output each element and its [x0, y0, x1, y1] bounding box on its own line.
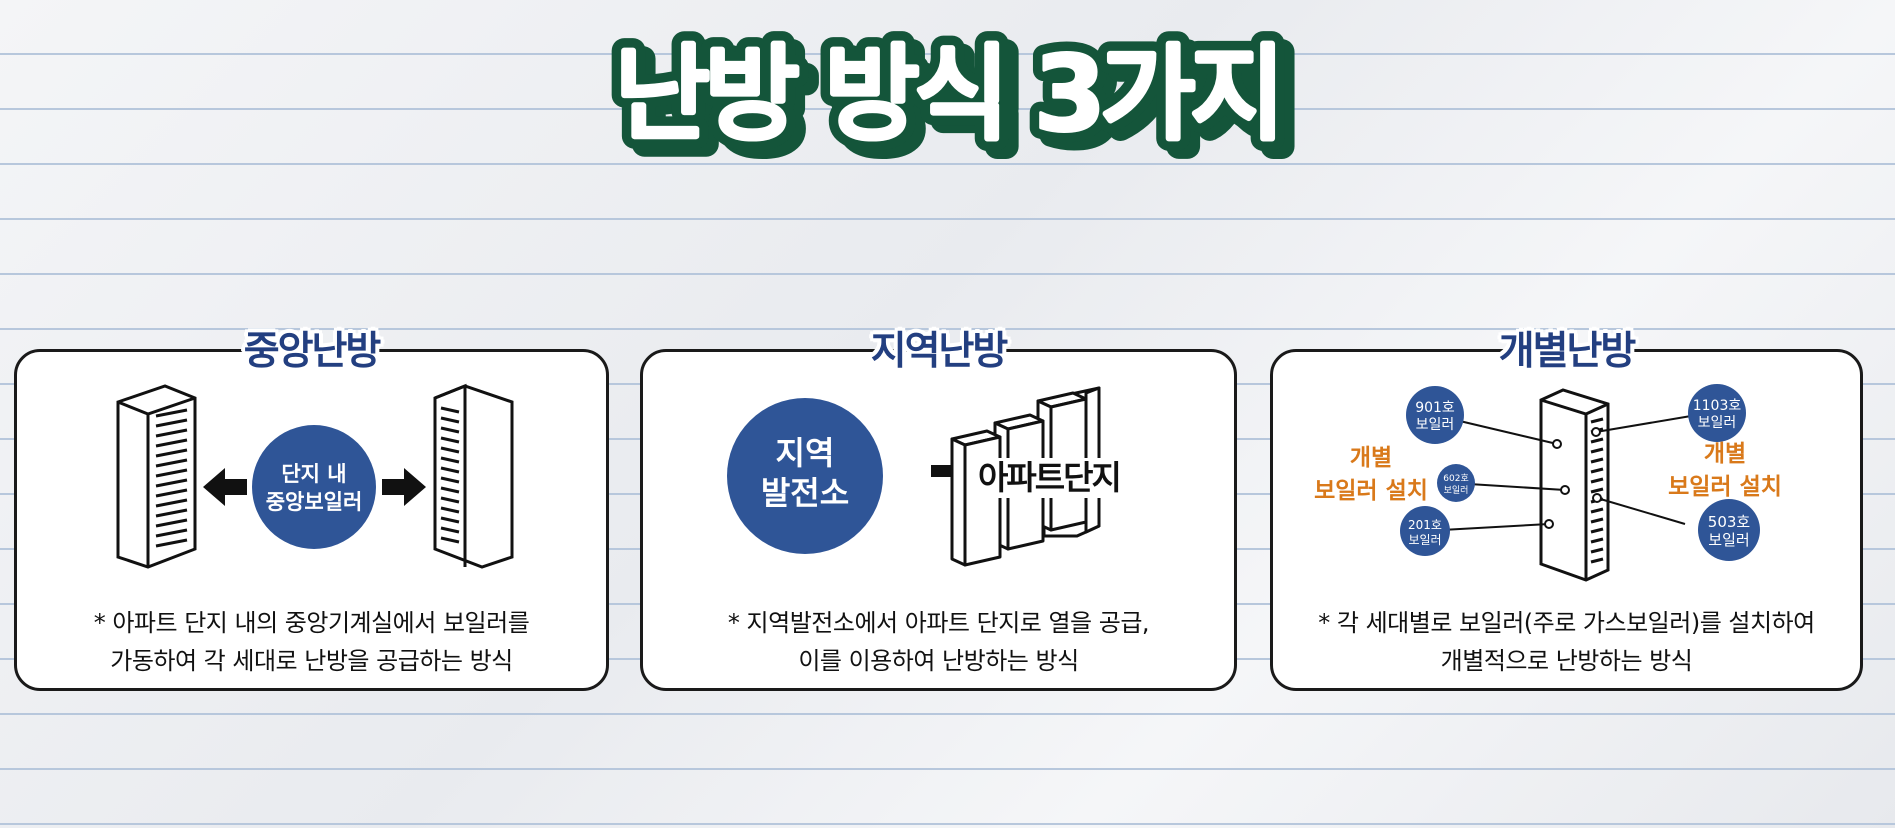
- main-title-outline: 난방 방식 3가지: [615, 33, 1280, 155]
- desc-line-2: 개별적으로 난방하는 방식: [1440, 647, 1693, 675]
- main-title-shadow: 난방 방식 3가지: [625, 41, 1290, 162]
- boiler-602-label: 보일러: [1444, 485, 1469, 496]
- panel-title-individual: 개별난방: [1498, 329, 1637, 374]
- boiler-201-unit: 201호: [1408, 518, 1442, 532]
- central-boiler-label-2: 중앙보일러: [266, 490, 363, 514]
- boiler-503-icon: 503호 보일러: [1698, 499, 1760, 561]
- desc-line-2: 가동하여 각 세대로 난방을 공급하는 방식: [110, 647, 513, 675]
- left-note-line-2: 보일러 설치: [1314, 478, 1428, 504]
- boiler-503-unit: 503호: [1708, 513, 1751, 531]
- boiler-1103-unit: 1103호: [1693, 398, 1742, 414]
- boiler-901-icon: 901호 보일러: [1406, 386, 1464, 444]
- central-boiler-circle: [252, 425, 376, 549]
- panel-desc-central: * 아파트 단지 내의 중앙기계실에서 보일러를 가동하여 각 세대로 난방을 …: [17, 604, 606, 680]
- apartment-building-left-icon: [116, 384, 197, 569]
- boiler-1103-icon: 1103호 보일러: [1688, 384, 1746, 442]
- panel-district-heating: 지역난방 지역 발전소 아파트단지 * 지역발전소에서 아파트 단지로 열을 공…: [640, 329, 1237, 691]
- apartment-complex-label: 아파트단지: [978, 458, 1120, 497]
- desc-line-1: * 지역발전소에서 아파트 단지로 열을 공급,: [727, 609, 1150, 637]
- boiler-602-unit: 602호: [1443, 473, 1468, 484]
- desc-line-1: * 각 세대별로 보일러(주로 가스보일러)를 설치하여: [1318, 609, 1815, 637]
- panel-title-district: 지역난방: [870, 329, 1009, 374]
- apartment-building-right-icon: [433, 383, 514, 569]
- apartment-label-bg: [971, 458, 1129, 498]
- boiler-602-icon: 602호 보일러: [1437, 464, 1475, 502]
- power-plant-circle: [727, 398, 883, 554]
- district-heating-diagram: 지역 발전소 아파트단지: [727, 386, 1129, 567]
- desc-line-1: * 아파트 단지 내의 중앙기계실에서 보일러를: [93, 609, 530, 637]
- central-boiler-label-1: 단지 내: [281, 462, 346, 486]
- right-note-line-2: 보일러 설치: [1668, 474, 1782, 500]
- boiler-201-label: 보일러: [1408, 533, 1441, 547]
- boiler-901-label: 보일러: [1416, 417, 1455, 433]
- power-plant-label-2: 발전소: [761, 474, 849, 512]
- boiler-201-icon: 201호 보일러: [1400, 506, 1450, 556]
- main-title: 난방 방식 3가지 난방 방식 3가지 난방 방식 3가지: [0, 22, 1895, 162]
- arrow-right-icon: [382, 468, 426, 506]
- left-note-line-1: 개별: [1350, 445, 1392, 471]
- panel-title-central: 중앙난방: [243, 329, 382, 374]
- main-title-text: 난방 방식 3가지: [615, 33, 1280, 155]
- right-note-line-1: 개별: [1704, 441, 1746, 467]
- boiler-901-unit: 901호: [1415, 400, 1455, 416]
- apartment-building-icon: [1539, 388, 1610, 582]
- panel-individual-heating: 개별난방 901호 보일러 602: [1270, 329, 1863, 691]
- connection-points: [1544, 427, 1602, 529]
- arrow-left-icon: [203, 468, 247, 506]
- panel-desc-individual: * 각 세대별로 보일러(주로 가스보일러)를 설치하여 개별적으로 난방하는 …: [1273, 604, 1860, 680]
- panel-central-heating: 중앙난방 단지 내 중앙보일러 * 아파트 단지 내의 중앙기계실에서 보일러를…: [14, 329, 609, 691]
- individual-heating-diagram: 901호 보일러 602호 보일러 201호 보일러 1103호 보일러 503…: [1314, 384, 1782, 582]
- boiler-503-label: 보일러: [1708, 531, 1749, 549]
- boiler-1103-label: 보일러: [1698, 415, 1737, 431]
- main-title-graphic: 난방 방식 3가지 난방 방식 3가지 난방 방식 3가지: [604, 22, 1307, 162]
- central-heating-diagram: 단지 내 중앙보일러: [116, 383, 514, 569]
- power-plant-label-1: 지역: [776, 434, 835, 472]
- panel-desc-district: * 지역발전소에서 아파트 단지로 열을 공급, 이를 이용하여 난방하는 방식: [643, 604, 1234, 680]
- desc-line-2: 이를 이용하여 난방하는 방식: [798, 647, 1079, 675]
